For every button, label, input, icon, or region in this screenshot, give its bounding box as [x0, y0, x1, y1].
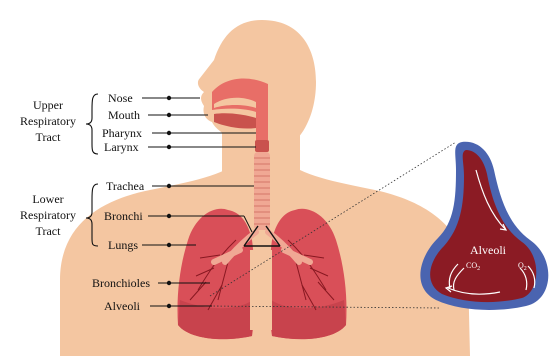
upper-respiratory-group: Upper Respiratory Tract — [20, 98, 76, 144]
label-larynx: Larynx — [104, 140, 139, 154]
mouth-label-group: Mouth — [108, 108, 208, 122]
label-bronchioles: Bronchioles — [92, 276, 150, 290]
label-bronchi: Bronchi — [104, 209, 143, 223]
inset-title: Alveoli — [470, 243, 507, 257]
label-nose: Nose — [108, 91, 133, 105]
label-lungs: Lungs — [108, 238, 138, 252]
group-lower-line-2: Respiratory — [20, 208, 76, 222]
group-lower-line-3: Tract — [36, 224, 62, 238]
label-trachea: Trachea — [106, 179, 145, 193]
label-mouth: Mouth — [108, 108, 140, 122]
label-pharynx: Pharynx — [102, 126, 142, 140]
group-upper-line-1: Upper — [33, 98, 63, 112]
label-alveoli: Alveoli — [104, 299, 141, 313]
group-upper-line-3: Tract — [36, 130, 62, 144]
group-lower-line-1: Lower — [32, 192, 63, 206]
lower-respiratory-group: Lower Respiratory Tract — [20, 192, 76, 238]
nose-label-group: Nose — [108, 91, 200, 105]
group-upper-line-2: Respiratory — [20, 114, 76, 128]
